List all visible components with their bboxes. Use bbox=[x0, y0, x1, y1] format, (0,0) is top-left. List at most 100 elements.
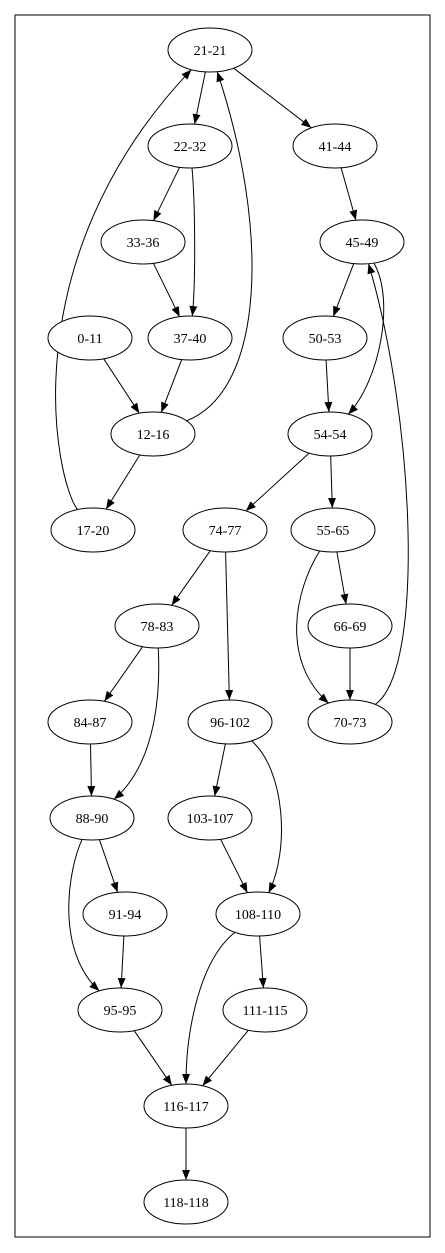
node-ellipse bbox=[292, 123, 378, 169]
node-ellipse bbox=[290, 507, 376, 553]
edge-54-54-to-74-77 bbox=[245, 452, 310, 512]
node-54-54: 54-54 bbox=[287, 411, 373, 457]
node-label: 55-65 bbox=[317, 524, 350, 539]
edge-108-110-to-111-115 bbox=[258, 935, 267, 989]
node-91-94: 91-94 bbox=[82, 891, 168, 937]
node-ellipse bbox=[215, 891, 301, 937]
edge-84-87-to-88-90 bbox=[87, 743, 96, 797]
node-ellipse bbox=[110, 411, 196, 457]
node-0-11: 0-11 bbox=[47, 315, 133, 361]
node-ellipse bbox=[167, 27, 253, 73]
node-ellipse bbox=[282, 315, 368, 361]
edge-78-83-to-84-87 bbox=[103, 646, 144, 702]
node-label: 41-44 bbox=[319, 140, 352, 155]
node-111-115: 111-115 bbox=[222, 987, 308, 1033]
node-ellipse bbox=[143, 1083, 229, 1129]
edge-55-65-to-66-69 bbox=[336, 551, 349, 605]
node-ellipse bbox=[47, 315, 133, 361]
node-label: 54-54 bbox=[314, 428, 347, 443]
node-ellipse bbox=[147, 123, 233, 169]
node-ellipse bbox=[47, 699, 133, 745]
node-label: 17-20 bbox=[77, 524, 110, 539]
node-ellipse bbox=[187, 699, 273, 745]
edge-22-32-to-37-40 bbox=[189, 167, 198, 317]
node-70-73: 70-73 bbox=[307, 699, 393, 745]
node-label: 88-90 bbox=[76, 812, 109, 827]
edge-70-73-to-45-49 bbox=[367, 263, 409, 705]
node-label: 12-16 bbox=[137, 428, 170, 443]
edge-22-32-to-33-36 bbox=[152, 167, 181, 221]
node-label: 21-21 bbox=[194, 44, 227, 59]
node-layer: 21-21 22-32 41-44 33-36 45-49 0-11 37-40 50-53 1… bbox=[47, 27, 405, 1225]
node-74-77: 74-77 bbox=[182, 507, 268, 553]
edge-91-94-to-95-95 bbox=[117, 935, 126, 989]
edge-41-44-to-45-49 bbox=[340, 167, 358, 221]
node-78-83: 78-83 bbox=[114, 603, 200, 649]
edge-103-107-to-108-110 bbox=[220, 839, 248, 893]
node-22-32: 22-32 bbox=[147, 123, 233, 169]
node-label: 95-95 bbox=[104, 1004, 137, 1019]
node-ellipse bbox=[182, 507, 268, 553]
node-label: 116-117 bbox=[163, 1100, 209, 1115]
node-label: 84-87 bbox=[74, 716, 107, 731]
edge-21-21-to-22-32 bbox=[192, 71, 206, 125]
node-label: 0-11 bbox=[77, 332, 102, 347]
node-label: 78-83 bbox=[141, 620, 174, 635]
edge-55-65-to-70-73 bbox=[296, 550, 329, 704]
edge-111-115-to-116-117 bbox=[202, 1029, 249, 1087]
node-label: 37-40 bbox=[174, 332, 207, 347]
edge-45-49-to-50-53 bbox=[332, 263, 355, 317]
node-45-49: 45-49 bbox=[319, 219, 405, 265]
node-label: 22-32 bbox=[174, 140, 207, 155]
node-17-20: 17-20 bbox=[50, 507, 136, 553]
node-ellipse bbox=[77, 987, 163, 1033]
edge-96-102-to-103-107 bbox=[212, 743, 226, 797]
node-label: 91-94 bbox=[109, 908, 142, 923]
node-ellipse bbox=[307, 699, 393, 745]
edge-50-53-to-54-54 bbox=[324, 359, 333, 413]
edge-95-95-to-116-117 bbox=[133, 1030, 173, 1086]
node-ellipse bbox=[167, 795, 253, 841]
node-ellipse bbox=[114, 603, 200, 649]
edge-33-36-to-37-40 bbox=[152, 263, 181, 317]
node-84-87: 84-87 bbox=[47, 699, 133, 745]
node-ellipse bbox=[82, 891, 168, 937]
edge-21-21-to-41-44 bbox=[233, 67, 312, 129]
node-label: 103-107 bbox=[187, 812, 234, 827]
edge-45-49-to-54-54 bbox=[347, 262, 385, 415]
edge-12-16-to-17-20 bbox=[105, 454, 141, 510]
node-88-90: 88-90 bbox=[49, 795, 135, 841]
node-33-36: 33-36 bbox=[100, 219, 186, 265]
edge-78-83-to-88-90 bbox=[113, 647, 160, 800]
node-95-95: 95-95 bbox=[77, 987, 163, 1033]
node-ellipse bbox=[49, 795, 135, 841]
node-37-40: 37-40 bbox=[147, 315, 233, 361]
node-ellipse bbox=[50, 507, 136, 553]
node-ellipse bbox=[319, 219, 405, 265]
node-116-117: 116-117 bbox=[143, 1083, 229, 1129]
node-50-53: 50-53 bbox=[282, 315, 368, 361]
node-label: 111-115 bbox=[242, 1004, 287, 1019]
node-ellipse bbox=[143, 1179, 229, 1225]
edge-88-90-to-91-94 bbox=[98, 839, 119, 893]
edge-108-110-to-116-117 bbox=[182, 932, 236, 1085]
node-ellipse bbox=[287, 411, 373, 457]
node-96-102: 96-102 bbox=[187, 699, 273, 745]
node-103-107: 103-107 bbox=[167, 795, 253, 841]
node-118-118: 118-118 bbox=[143, 1179, 229, 1225]
node-108-110: 108-110 bbox=[215, 891, 301, 937]
edge-0-11-to-12-16 bbox=[103, 358, 140, 414]
node-label: 108-110 bbox=[235, 908, 281, 923]
node-label: 118-118 bbox=[163, 1196, 209, 1211]
node-12-16: 12-16 bbox=[110, 411, 196, 457]
node-66-69: 66-69 bbox=[307, 603, 393, 649]
node-55-65: 55-65 bbox=[290, 507, 376, 553]
node-ellipse bbox=[100, 219, 186, 265]
node-label: 74-77 bbox=[209, 524, 242, 539]
edge-96-102-to-108-110 bbox=[251, 740, 282, 893]
node-21-21: 21-21 bbox=[167, 27, 253, 73]
edge-12-16-to-21-21 bbox=[186, 71, 253, 422]
edge-74-77-to-78-83 bbox=[171, 550, 211, 606]
edge-37-40-to-12-16 bbox=[160, 359, 183, 413]
